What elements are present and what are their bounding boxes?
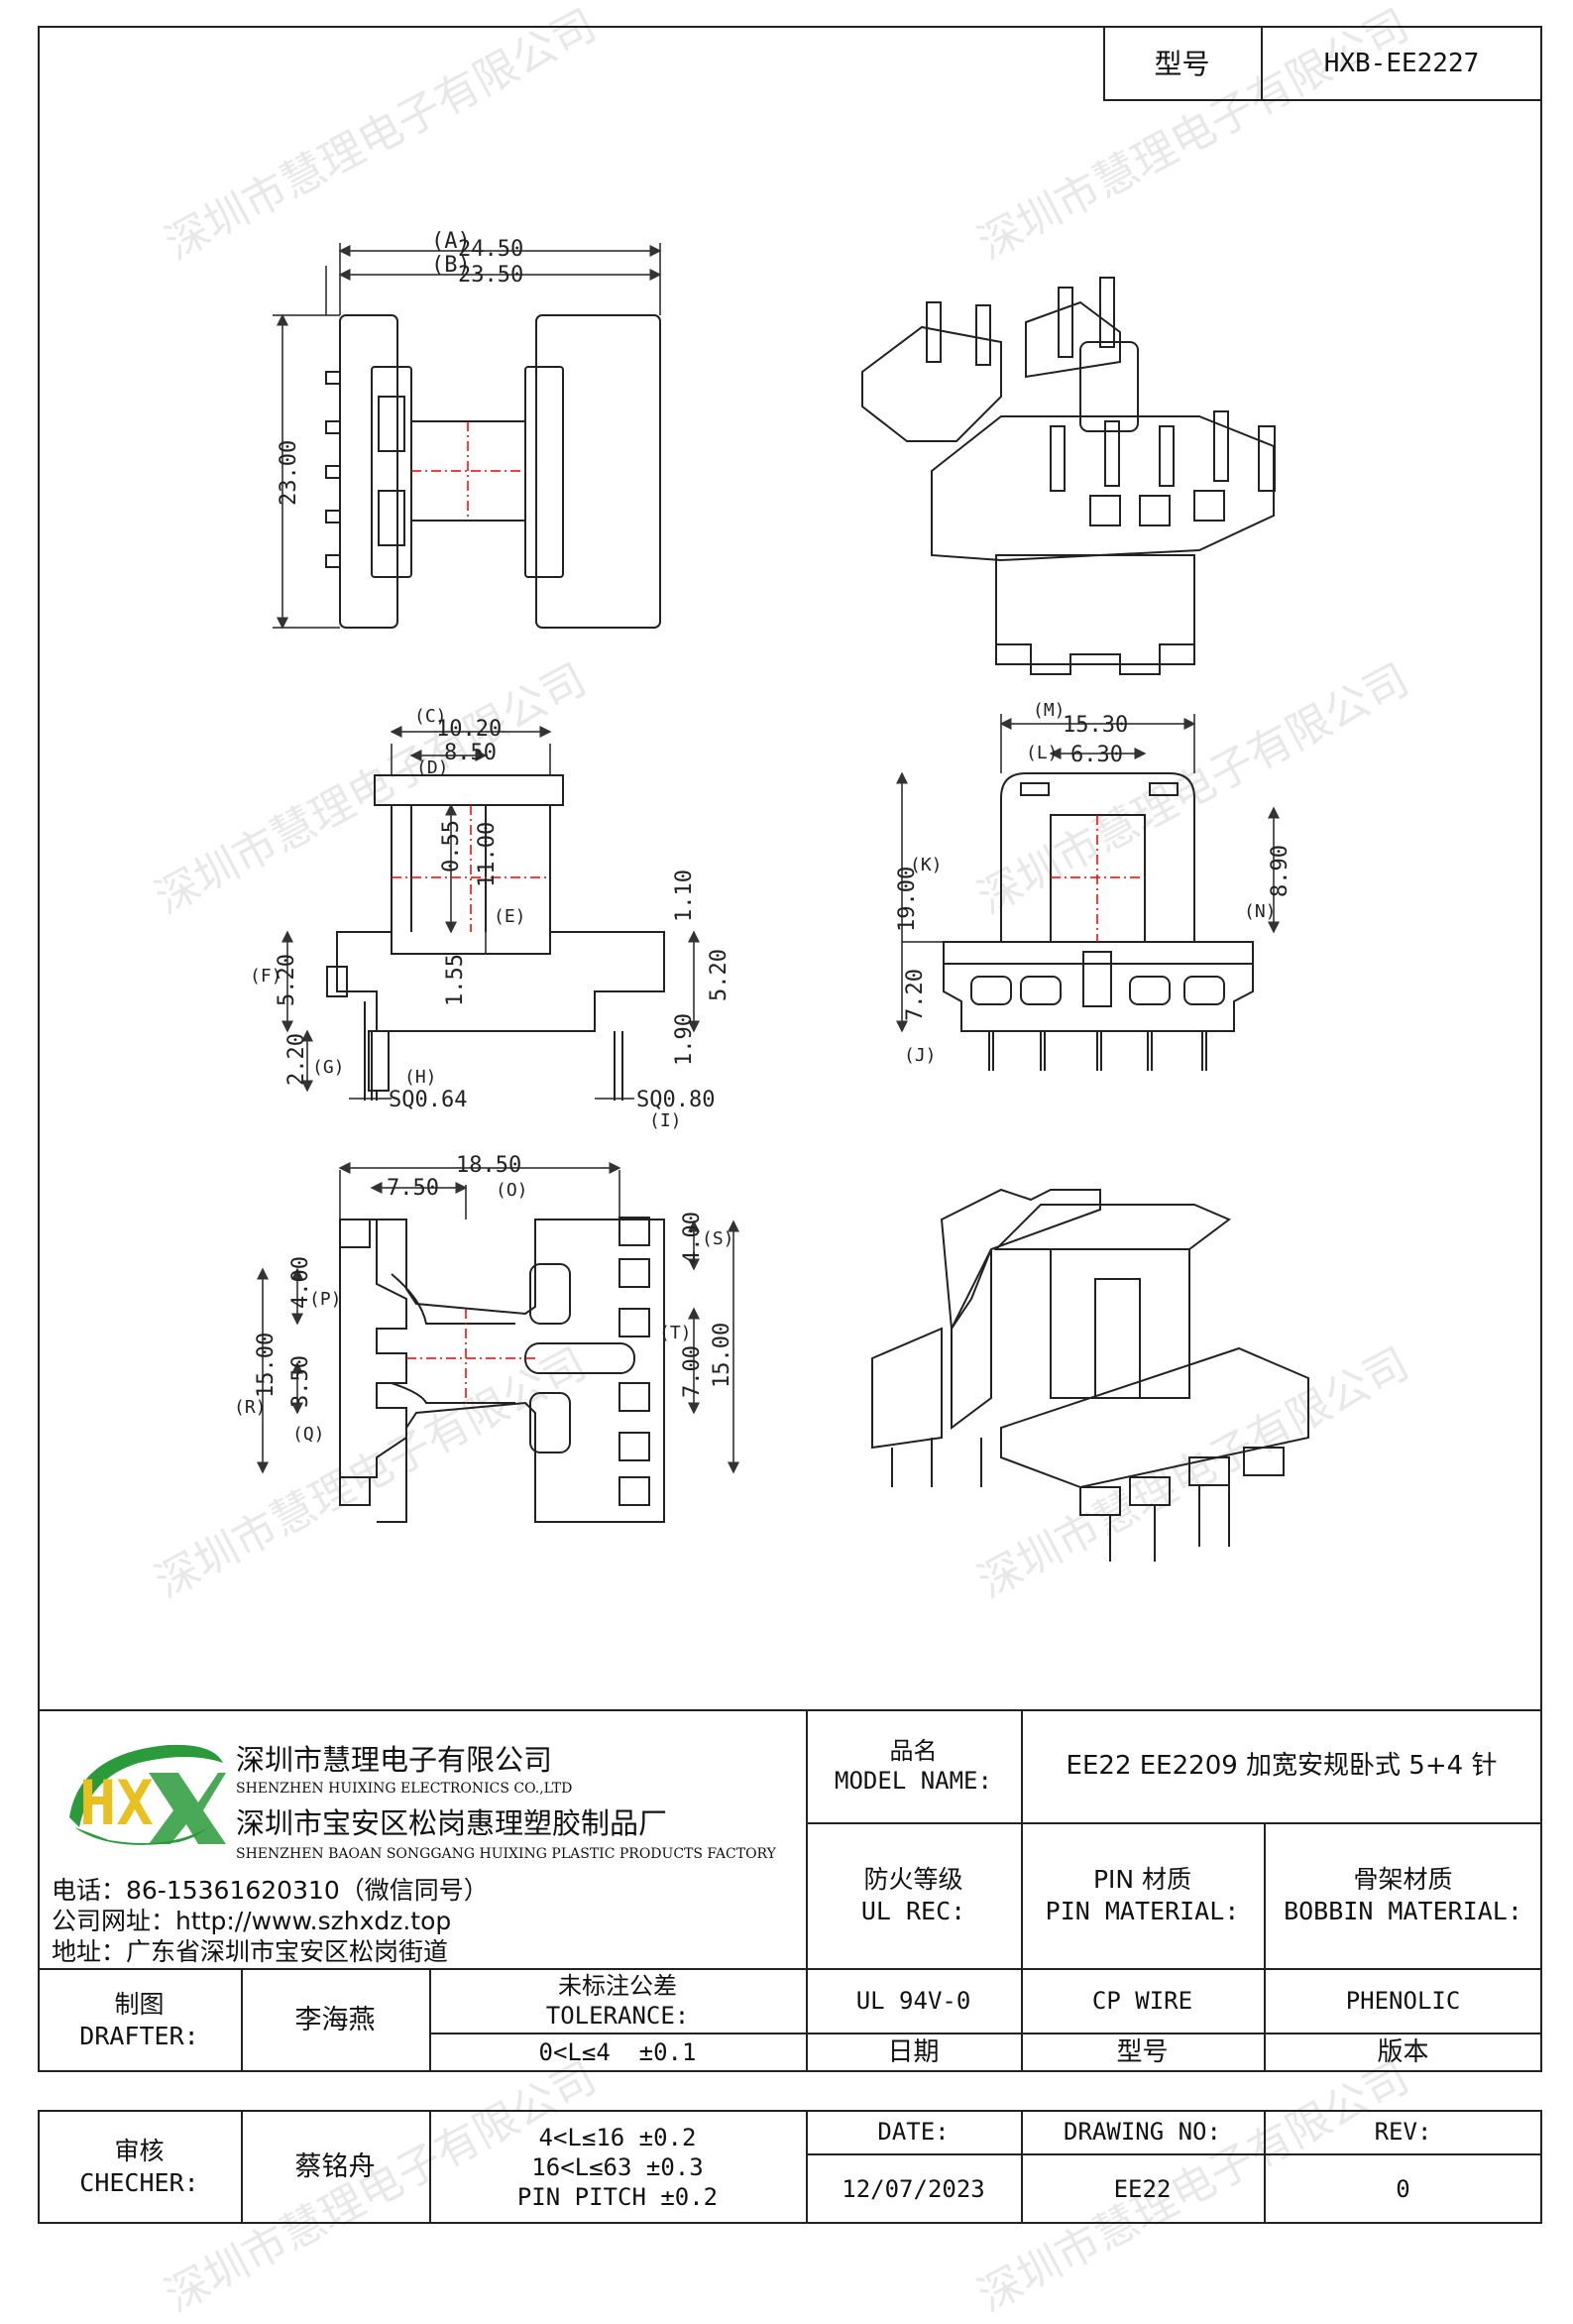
rev-value: 0 (1396, 2174, 1410, 2203)
centerlines (392, 421, 1145, 1408)
dim-tag: (P) (309, 1289, 342, 1310)
dim-value: 0.55 (439, 820, 464, 872)
dim-value: 2.20 (284, 1033, 309, 1086)
factory-name-cn: 深圳市宝安区松岗惠理塑胶制品厂 (236, 1806, 668, 1840)
tolerance-label: 未标注公差 TOLERANCE: (545, 1971, 690, 2030)
model-name-label: 品名 MODEL NAME: (835, 1737, 992, 1795)
iso-view-top (861, 277, 1276, 675)
tolerance-line-1: 0<L≤4 ±0.1 (538, 2038, 697, 2066)
fire-rating-label: 防火等级 UL REC: (860, 1865, 966, 1925)
date-label-cn: 日期 (887, 2036, 940, 2067)
drafter-name: 李海燕 (294, 2004, 376, 2035)
svg-text:HX: HX (79, 1767, 154, 1839)
dim-value: 7.20 (903, 969, 928, 1021)
dim-tag: (A) (431, 229, 471, 254)
dim-value: 10.20 (436, 717, 502, 742)
rev-label-cn: 版本 (1377, 2036, 1429, 2067)
dim-tag: (F) (250, 966, 282, 987)
rev-label-en: REV: (1374, 2118, 1432, 2146)
tolerance-lines: 4<L≤16 ±0.2 16<L≤63 ±0.3 PIN PITCH ±0.2 (516, 2123, 719, 2211)
iso-view-bottom (871, 1188, 1309, 1562)
pin-material-label: PIN 材质 PIN MATERIAL: (1045, 1865, 1240, 1925)
dim-tag: (Q) (292, 1424, 325, 1445)
dim-value: 3.50 (288, 1355, 313, 1408)
dim-value: 7.50 (387, 1176, 439, 1201)
dim-value: 23.00 (277, 440, 301, 506)
drawing-no-label: DRAWING NO: (1064, 2118, 1221, 2146)
dim-value: 5.20 (707, 949, 731, 1001)
drawing-frame (38, 26, 1542, 2072)
dim-value: 23.50 (458, 263, 523, 288)
dim-tag: (E) (494, 906, 526, 927)
dim-tag: (K) (910, 855, 943, 875)
dim-value: 4.00 (680, 1212, 705, 1264)
header-model-value: HXB-EE2227 (1323, 48, 1480, 78)
dim-tag: (R) (234, 1397, 267, 1418)
dim-tag: (N) (1244, 901, 1277, 922)
date-value: 12/07/2023 (842, 2174, 985, 2203)
company-logo: HX (69, 1744, 226, 1845)
technical-drawing: (A) 24.50 (B) 23.50 23.00 (C) 10.20 (D) … (234, 229, 1309, 1562)
dim-value: 24.50 (458, 237, 523, 262)
checker-label: 审核 CHECHER: (79, 2137, 199, 2197)
factory-name-en: SHENZHEN BAOAN SONGGANG HUIXING PLASTIC … (236, 1846, 776, 1862)
dim-value: 1.55 (443, 954, 468, 1006)
dim-value: 1.90 (672, 1013, 697, 1066)
dim-tag: (G) (312, 1057, 345, 1078)
dim-tag: (H) (404, 1067, 437, 1088)
dim-value: 1.10 (672, 870, 697, 922)
side-view (281, 726, 700, 1101)
header-model-label: 型号 (1154, 47, 1210, 80)
dim-value: SQ0.64 (389, 1088, 467, 1112)
company-website: 公司网址：http://www.szhxdz.top (52, 1907, 452, 1935)
company-name-en: SHENZHEN HUIXING ELECTRONICS CO.,LTD (236, 1781, 573, 1797)
dim-tag: (C) (414, 706, 447, 727)
top-view (257, 1162, 739, 1523)
company-name-cn: 深圳市慧理电子有限公司 (236, 1743, 553, 1777)
front-view (273, 243, 662, 630)
dim-tag: (T) (659, 1323, 692, 1343)
dim-tag: (J) (904, 1045, 937, 1066)
date-label-en: DATE: (877, 2118, 950, 2146)
end-view (896, 714, 1280, 1071)
dim-tag: (B) (431, 253, 471, 278)
dim-value: 15.30 (1063, 713, 1128, 738)
checker-table (38, 2110, 1542, 2224)
dim-value: 19.00 (895, 867, 920, 932)
model-name-value: EE22 EE2209 加宽安规卧式 5+4 针 (1066, 1750, 1498, 1781)
company-phone: 电话：86-15361620310（微信同号） (52, 1876, 489, 1905)
dim-tag: (M) (1033, 700, 1066, 721)
dim-tag: (D) (416, 757, 449, 778)
dim-value: 11.00 (475, 822, 500, 887)
dim-tag: (I) (649, 1110, 682, 1131)
drawing-no-value: EE22 (1113, 2174, 1172, 2203)
dim-value: 8.90 (1268, 845, 1292, 897)
dim-value: 7.00 (680, 1345, 705, 1398)
dim-value: SQ0.80 (636, 1088, 715, 1112)
drafter-label: 制图 DRAFTER: (79, 1990, 199, 2050)
dim-value: 6.30 (1070, 743, 1123, 767)
bobbin-material-value: PHENOLIC (1345, 1986, 1461, 2015)
checker-name: 蔡铭舟 (294, 2150, 376, 2182)
fire-rating-value: UL 94V-0 (855, 1986, 971, 2015)
dim-tag: (S) (702, 1228, 734, 1249)
dim-value: 4.00 (288, 1256, 313, 1309)
dim-value: 15.00 (710, 1323, 734, 1388)
header-model-box (1103, 26, 1542, 101)
dim-value: 5.20 (275, 954, 299, 1006)
model-label-cn: 型号 (1116, 2036, 1169, 2067)
dim-value: 18.50 (456, 1153, 521, 1178)
pin-material-value: CP WIRE (1091, 1986, 1193, 2015)
company-address: 地址：广东省深圳市宝安区松岗街道 (52, 1937, 449, 1966)
dim-tag: (O) (496, 1180, 528, 1201)
dim-tag: (L) (1026, 743, 1059, 763)
dim-value: 8.50 (444, 741, 497, 765)
dim-value: 15.00 (254, 1333, 279, 1398)
bobbin-material-label: 骨架材质 BOBBIN MATERIAL: (1284, 1865, 1522, 1925)
